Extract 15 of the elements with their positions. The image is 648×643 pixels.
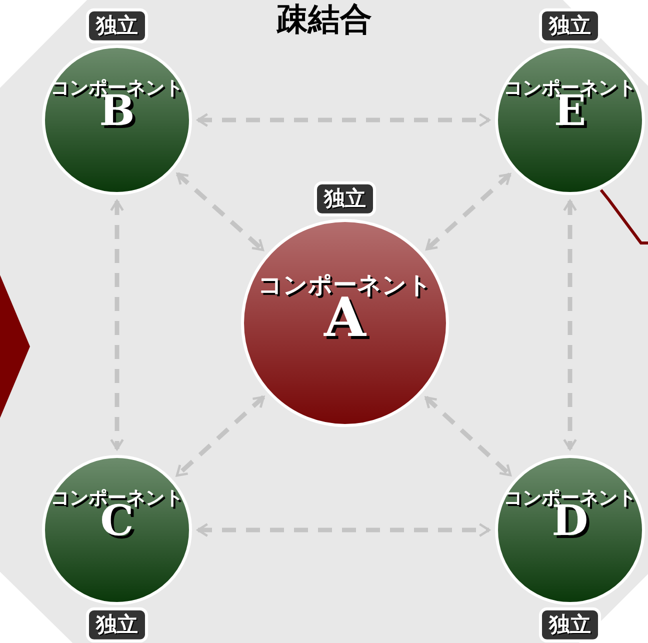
dashed-arrow [110, 200, 124, 450]
dashed-arrow [175, 395, 266, 478]
status-badge: 独立 [539, 8, 601, 44]
dashed-arrow [424, 396, 512, 477]
pointer-triangle [0, 275, 30, 418]
dashed-arrow [563, 200, 577, 450]
dashed-arrow [196, 523, 490, 537]
status-badge: 独立 [539, 607, 601, 643]
dashed-arrow [425, 172, 512, 251]
dashed-arrow [176, 172, 264, 252]
status-badge: 独立 [86, 8, 148, 44]
status-badge: 独立 [86, 607, 148, 643]
status-badge: 独立 [314, 181, 376, 217]
diagram-title: 疎結合 [276, 0, 372, 38]
dashed-arrow [196, 113, 490, 127]
